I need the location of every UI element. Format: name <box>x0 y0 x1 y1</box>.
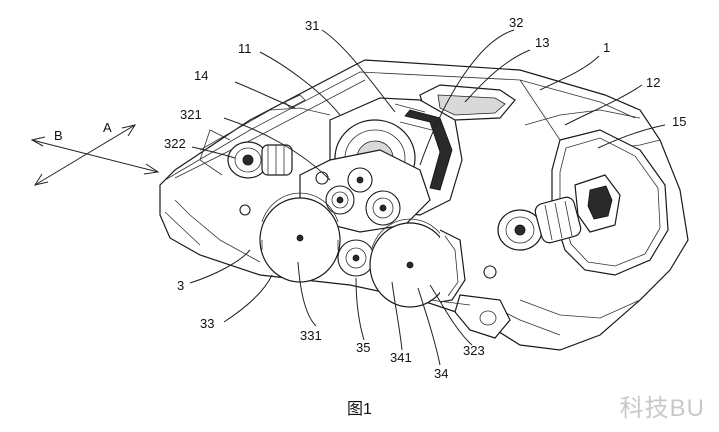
lower-bracket <box>429 294 511 339</box>
direction-arrows <box>30 124 160 186</box>
label-part-13: 13 <box>535 35 549 50</box>
label-part-14: 14 <box>194 68 208 83</box>
watermark: 科技BU <box>619 395 705 422</box>
label-part-323: 323 <box>463 343 485 358</box>
label-part-31: 31 <box>305 18 319 33</box>
label-part-33: 33 <box>200 316 214 331</box>
caliper-line-drawing: B A 31 32 13 1 11 12 14 321 15 322 3 33 … <box>30 15 689 381</box>
label-part-3: 3 <box>177 278 184 293</box>
label-part-331: 331 <box>300 328 322 343</box>
label-part-321: 321 <box>180 107 202 122</box>
direction-labels: B A <box>54 120 112 143</box>
left-guide-pin <box>199 129 293 179</box>
gear-train <box>239 149 497 279</box>
label-part-12: 12 <box>646 75 660 90</box>
label-part-32: 32 <box>509 15 523 30</box>
label-part-15: 15 <box>672 114 686 129</box>
label-part-322: 322 <box>164 136 186 151</box>
drum-34 <box>369 218 466 308</box>
label-direction-a: A <box>103 120 112 135</box>
label-direction-b: B <box>54 128 63 143</box>
leader-lines <box>189 29 666 366</box>
right-guide-pin <box>497 174 621 251</box>
gear-35 <box>337 239 375 277</box>
part-labels: 31 32 13 1 11 12 14 321 15 322 3 33 331 … <box>164 15 686 381</box>
label-part-34: 34 <box>434 366 448 381</box>
figure-caption: 图1 <box>347 401 372 418</box>
label-part-341: 341 <box>390 350 412 365</box>
label-part-11: 11 <box>238 41 252 56</box>
label-part-35: 35 <box>356 340 370 355</box>
label-part-1: 1 <box>603 40 610 55</box>
